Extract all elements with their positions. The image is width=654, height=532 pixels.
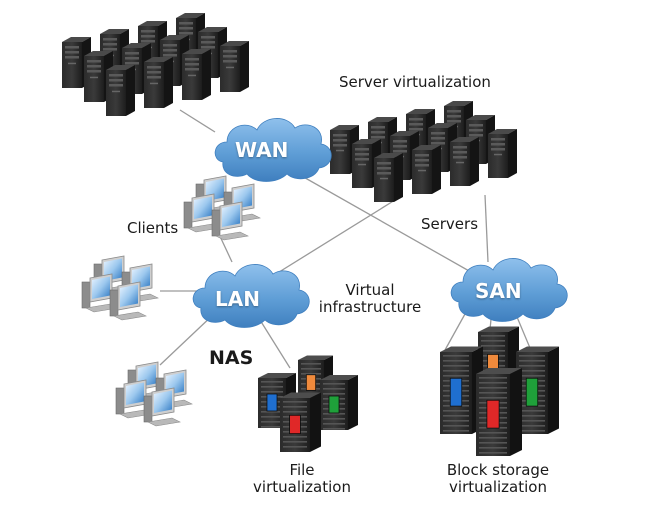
wan-server-cluster-icon xyxy=(62,13,249,116)
nas-storage-icon xyxy=(320,375,358,430)
virtual-infrastructure-line-2: infrastructure xyxy=(318,298,422,316)
server-groups xyxy=(62,13,517,202)
wan-label: WAN xyxy=(235,138,289,162)
clients-group-bottom xyxy=(115,361,193,427)
clients-group-left xyxy=(81,255,159,321)
san-label: SAN xyxy=(475,279,522,303)
desktop-computer-icon xyxy=(211,201,249,241)
block-storage-icon xyxy=(476,368,522,456)
clients-label: Clients xyxy=(127,219,179,237)
link-servers-san xyxy=(484,194,489,263)
clients-group-top xyxy=(183,175,261,241)
desktop-computer-icon xyxy=(109,281,147,321)
virtual-infrastructure-label: Virtual infrastructure xyxy=(318,282,422,316)
link-lan-clients-bottom xyxy=(159,312,216,366)
client-groups xyxy=(81,175,261,427)
server-tower-icon xyxy=(488,129,517,178)
block-storage-line-2: virtualization xyxy=(449,478,547,496)
block-storage-icon xyxy=(516,346,559,434)
server-tower-icon xyxy=(412,145,441,194)
server-tower-icon xyxy=(450,137,479,186)
servers-label: Servers xyxy=(421,215,479,233)
storage-groups xyxy=(258,326,559,456)
virtual-infrastructure-line-1: Virtual xyxy=(345,281,395,299)
server-tower-icon xyxy=(182,49,211,100)
file-virtualization-line-2: virtualization xyxy=(253,478,351,496)
block-storage-virtualization-label: Block storage virtualization xyxy=(436,462,560,496)
server-tower-icon xyxy=(144,57,173,108)
file-virtualization-line-1: File xyxy=(289,461,315,479)
nas-storage-icon xyxy=(280,392,321,452)
lan-cloud-icon xyxy=(192,264,310,328)
file-virtualization-label: File virtualization xyxy=(244,462,360,496)
wan-cloud-icon xyxy=(214,118,332,182)
server-tower-icon xyxy=(374,153,403,202)
nas-label: NAS xyxy=(209,347,254,369)
virtual-server-cluster-icon xyxy=(330,101,517,202)
server-virtualization-label: Server virtualization xyxy=(339,73,491,91)
desktop-computer-icon xyxy=(143,387,181,427)
san-cloud-icon xyxy=(450,258,568,322)
link-wan-servers xyxy=(179,109,216,133)
server-tower-icon xyxy=(106,65,135,116)
block-storage-line-1: Block storage xyxy=(446,461,550,479)
lan-label: LAN xyxy=(215,287,260,311)
server-tower-icon xyxy=(220,41,249,92)
